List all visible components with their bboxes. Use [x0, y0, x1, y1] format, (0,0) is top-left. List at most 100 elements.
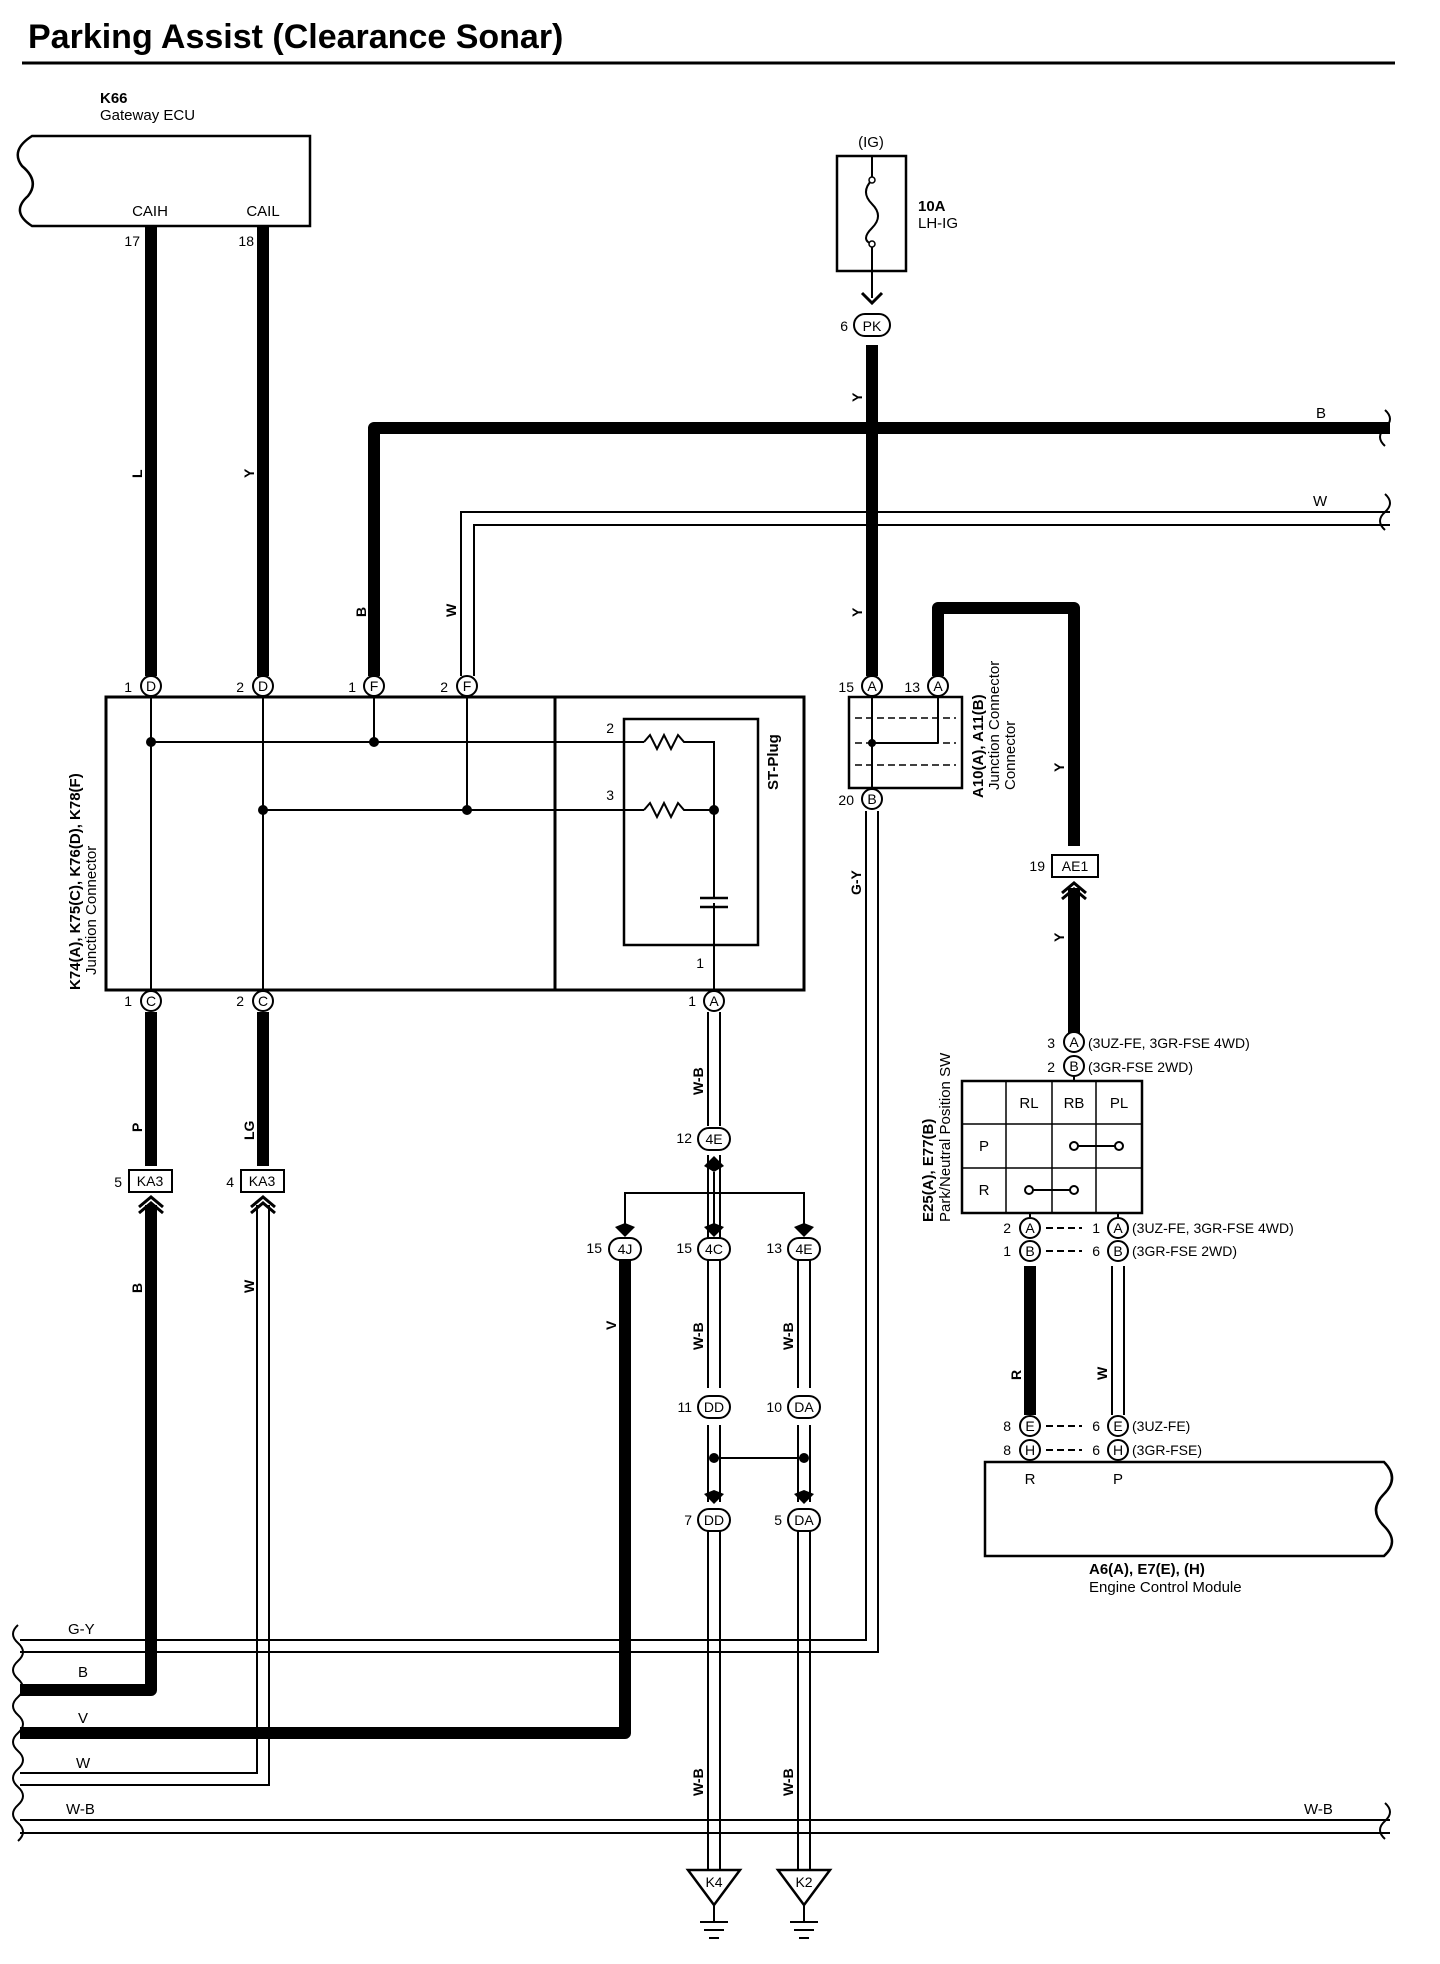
park-neutral-switch: 3 A (3UZ-FE, 3GR-FSE 4WD) 2 B (3GR-FSE 2…	[920, 1031, 1294, 1262]
svg-text:K2: K2	[795, 1874, 812, 1890]
svg-text:7: 7	[684, 1512, 692, 1528]
svg-text:ST-Plug: ST-Plug	[765, 734, 782, 790]
svg-text:6: 6	[1092, 1243, 1100, 1259]
svg-text:R: R	[1008, 1370, 1024, 1380]
svg-text:W-B: W-B	[690, 1768, 706, 1796]
svg-text:6: 6	[840, 318, 848, 334]
svg-text:A10(A), A11(B): A10(A), A11(B)	[970, 694, 987, 798]
svg-text:B: B	[1316, 405, 1326, 422]
svg-text:W: W	[241, 1279, 257, 1293]
svg-text:5: 5	[114, 1174, 122, 1190]
splice-dot	[867, 423, 877, 433]
svg-text:DA: DA	[794, 1512, 814, 1528]
svg-text:19: 19	[1029, 858, 1045, 874]
svg-text:AE1: AE1	[1062, 858, 1089, 874]
svg-text:LH-IG: LH-IG	[918, 215, 958, 232]
svg-text:Junction Connector: Junction Connector	[83, 846, 100, 975]
svg-text:5: 5	[774, 1512, 782, 1528]
svg-text:Junction Connector: Junction Connector	[986, 661, 1003, 790]
svg-text:B: B	[867, 791, 876, 807]
gateway-code: K66	[100, 90, 128, 107]
svg-text:G-Y: G-Y	[68, 1621, 95, 1638]
svg-text:D: D	[258, 678, 268, 694]
svg-text:H: H	[1025, 1442, 1035, 1458]
svg-text:W-B: W-B	[690, 1067, 706, 1095]
svg-text:B: B	[78, 1664, 88, 1681]
svg-text:(3UZ-FE, 3GR-FSE 4WD): (3UZ-FE, 3GR-FSE 4WD)	[1088, 1035, 1250, 1051]
svg-text:10: 10	[766, 1399, 782, 1415]
svg-text:V: V	[603, 1320, 619, 1330]
svg-text:B: B	[353, 607, 369, 617]
svg-text:L: L	[129, 469, 145, 478]
svg-text:(3UZ-FE): (3UZ-FE)	[1132, 1418, 1190, 1434]
svg-text:DD: DD	[704, 1399, 724, 1415]
svg-text:P: P	[1113, 1471, 1123, 1488]
svg-text:F: F	[370, 678, 379, 694]
gateway-ecu: K66 Gateway ECU CAIH CAIL 17 18	[16, 90, 312, 249]
svg-text:B: B	[1069, 1058, 1078, 1074]
svg-text:4E: 4E	[705, 1131, 722, 1147]
svg-text:Y: Y	[1051, 932, 1067, 942]
svg-text:2: 2	[1003, 1220, 1011, 1236]
svg-text:R: R	[1025, 1471, 1036, 1488]
svg-text:15: 15	[838, 679, 854, 695]
svg-text:C: C	[146, 993, 156, 1009]
svg-text:6: 6	[1092, 1418, 1100, 1434]
svg-text:12: 12	[676, 1130, 692, 1146]
svg-text:W-B: W-B	[690, 1322, 706, 1350]
svg-text:DD: DD	[704, 1512, 724, 1528]
svg-text:K4: K4	[705, 1874, 722, 1890]
svg-text:(3GR-FSE 2WD): (3GR-FSE 2WD)	[1088, 1059, 1193, 1075]
svg-text:A: A	[867, 678, 877, 694]
svg-text:2: 2	[236, 993, 244, 1009]
svg-text:A: A	[1069, 1034, 1079, 1050]
svg-text:1: 1	[1003, 1243, 1011, 1259]
svg-text:W-B: W-B	[66, 1801, 95, 1818]
svg-text:C: C	[258, 993, 268, 1009]
svg-text:15: 15	[586, 1240, 602, 1256]
svg-text:W: W	[443, 603, 459, 617]
svg-text:2: 2	[236, 679, 244, 695]
svg-text:R: R	[979, 1182, 990, 1199]
svg-text:A: A	[933, 678, 943, 694]
svg-text:4C: 4C	[705, 1241, 723, 1257]
svg-text:8: 8	[1003, 1418, 1011, 1434]
svg-text:DA: DA	[794, 1399, 814, 1415]
svg-text:13: 13	[904, 679, 920, 695]
svg-text:G-Y: G-Y	[848, 869, 864, 895]
svg-text:K74(A), K75(C), K76(D), K78(F): K74(A), K75(C), K76(D), K78(F)	[67, 773, 84, 990]
svg-text:A: A	[1113, 1220, 1123, 1236]
svg-text:11: 11	[677, 1399, 692, 1415]
engine-control-module: 8 E 6 E (3UZ-FE) 8 H 6 H (3GR-FSE) R P A…	[983, 1415, 1394, 1596]
junction-connector-a: 15 A 13 A 20 B A10(A), A11(B) Junction C…	[838, 661, 1019, 810]
svg-text:B: B	[1113, 1243, 1122, 1259]
svg-text:W-B: W-B	[1304, 1801, 1333, 1818]
svg-text:B: B	[1025, 1243, 1034, 1259]
svg-text:W-B: W-B	[780, 1322, 796, 1350]
svg-text:V: V	[78, 1710, 88, 1727]
svg-text:RB: RB	[1064, 1095, 1085, 1112]
wire-break-marks	[12, 409, 1391, 1842]
svg-text:13: 13	[766, 1240, 782, 1256]
svg-text:(3GR-FSE): (3GR-FSE)	[1132, 1442, 1202, 1458]
svg-text:3: 3	[606, 787, 614, 803]
svg-text:(3UZ-FE, 3GR-FSE 4WD): (3UZ-FE, 3GR-FSE 4WD)	[1132, 1220, 1294, 1236]
svg-text:W-B: W-B	[780, 1768, 796, 1796]
wire-color-labels: L Y B W Y Y G-Y Y Y P LG B W W-B V W-B W…	[66, 392, 1333, 1818]
svg-text:LG: LG	[241, 1120, 257, 1140]
svg-text:Park/Neutral Position SW: Park/Neutral Position SW	[937, 1052, 954, 1222]
svg-text:E: E	[1113, 1418, 1122, 1434]
gateway-pin-caih: CAIH	[132, 203, 168, 220]
svg-text:PK: PK	[863, 318, 882, 334]
svg-text:10A: 10A	[918, 198, 946, 215]
thin-wires	[20, 511, 1390, 1870]
svg-text:Connector: Connector	[1002, 721, 1019, 790]
svg-text:KA3: KA3	[249, 1173, 276, 1189]
svg-text:B: B	[129, 1283, 145, 1293]
svg-text:6: 6	[1092, 1442, 1100, 1458]
svg-text:1: 1	[348, 679, 356, 695]
svg-text:H: H	[1113, 1442, 1123, 1458]
thick-wires	[20, 226, 1390, 1739]
svg-text:E: E	[1025, 1418, 1034, 1434]
